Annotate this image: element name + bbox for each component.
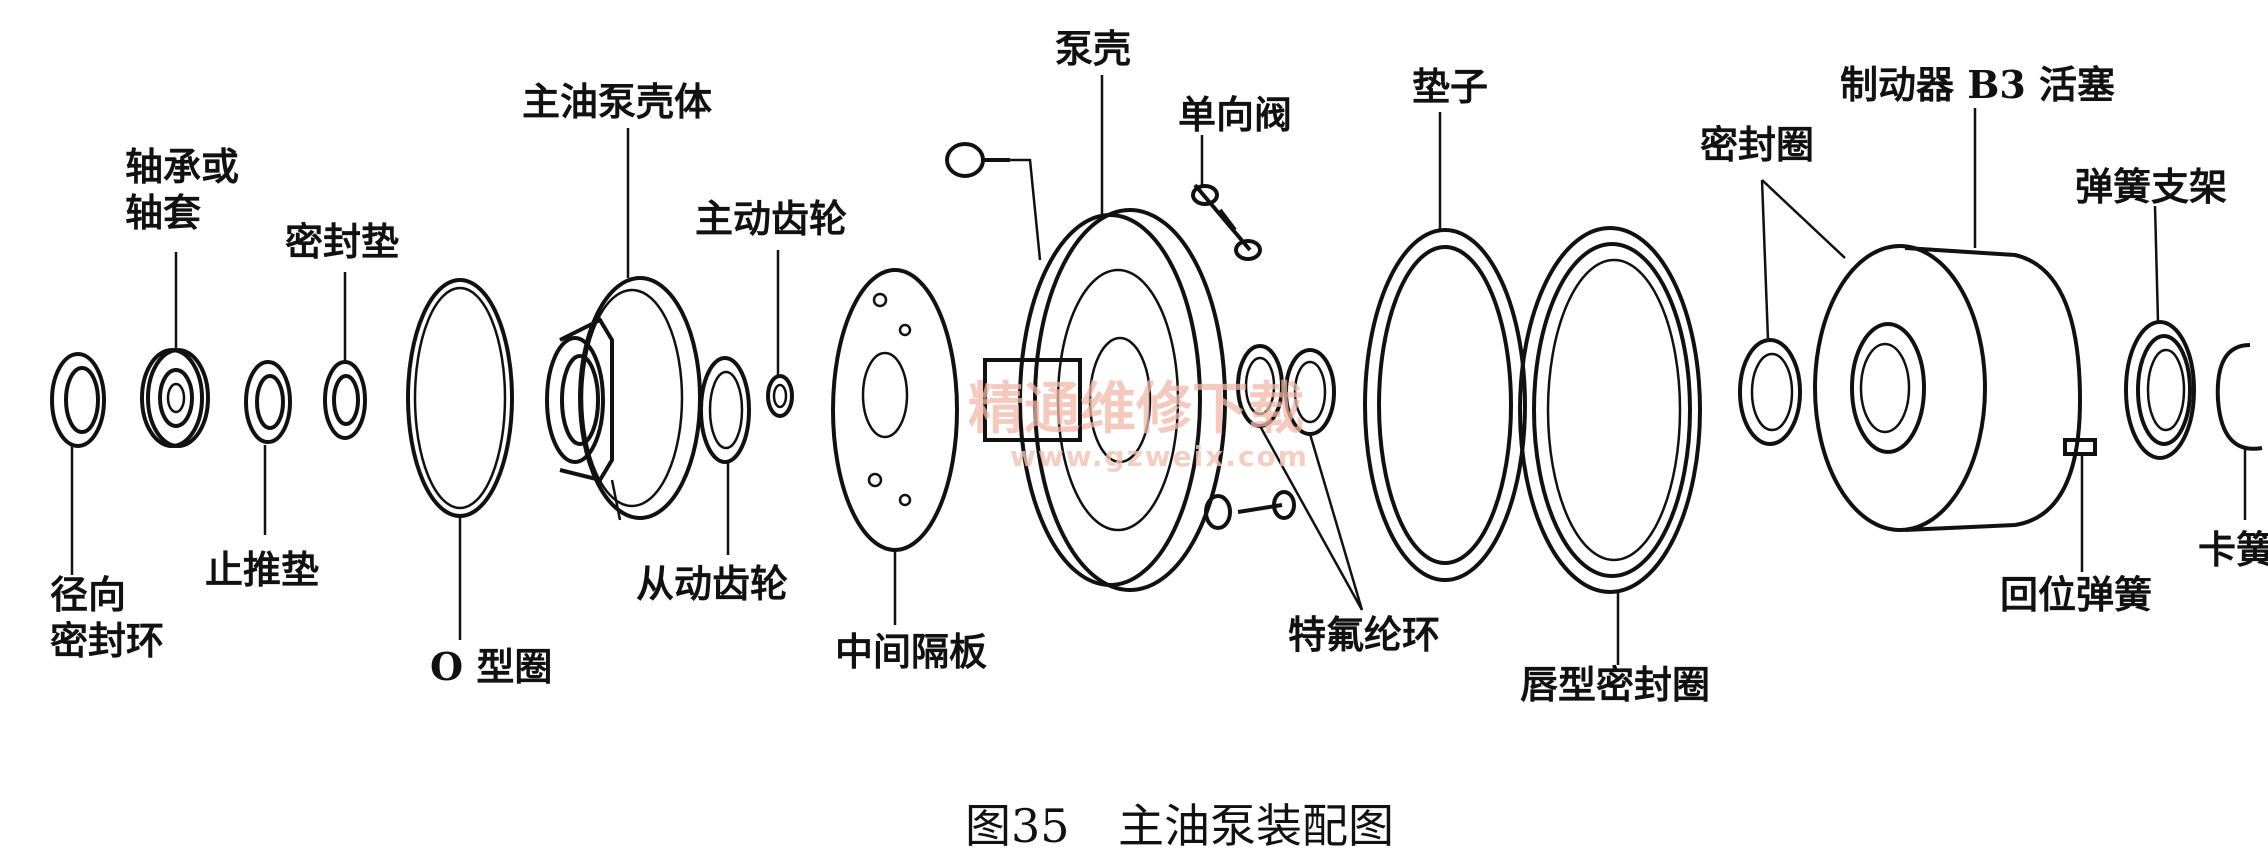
caption-figure-number: 图35 xyxy=(965,799,1070,853)
drive-gear-part xyxy=(766,374,794,418)
check-valve-part xyxy=(1191,183,1262,261)
label-driven-gear: 从动齿轮 xyxy=(636,561,788,606)
label-pump-shell: 泵壳 xyxy=(1055,26,1131,71)
label-spring-retainer: 弹簧支架 xyxy=(2075,164,2227,209)
o-ring-part xyxy=(406,278,514,518)
bearing-part xyxy=(140,348,210,448)
driven-gear-part xyxy=(699,356,751,464)
lip-seal-part xyxy=(1518,226,1702,594)
label-radial-seal-ring: 径向密封环 xyxy=(50,572,164,663)
label-snap-ring: 卡簧 xyxy=(2198,527,2268,572)
label-line: 轴套 xyxy=(125,190,201,235)
label-main-pump-housing: 主油泵壳体 xyxy=(522,79,712,124)
label-line: 密封环 xyxy=(50,618,164,663)
label-line: 径向 xyxy=(50,572,126,617)
return-spring-part xyxy=(2063,438,2097,456)
label-brake-b3-piston: 制动器 B3 活塞 xyxy=(1840,62,2115,107)
label-bearing-or-bushing: 轴承或轴套 xyxy=(125,144,239,235)
label-check-valve: 单向阀 xyxy=(1178,92,1292,137)
watermark-name: 精通维修下载 xyxy=(968,377,1304,442)
label-thrust-washer: 止推垫 xyxy=(205,547,319,592)
thrust-washer-part xyxy=(244,360,292,444)
label-spacer: 垫子 xyxy=(1412,64,1488,109)
label-return-spring: 回位弹簧 xyxy=(2000,572,2152,617)
label-middle-plate: 中间隔板 xyxy=(835,629,987,674)
label-lip-seal: 唇型密封圈 xyxy=(1520,662,1710,707)
leader-lines xyxy=(70,75,2247,665)
spacer-part xyxy=(1363,228,1527,582)
spring-retainer-part xyxy=(2124,320,2196,460)
label-seal-ring: 密封圈 xyxy=(1700,122,1814,167)
caption-title: 主油泵装配图 xyxy=(1118,799,1394,853)
label-teflon-rings: 特氟纶环 xyxy=(1288,612,1440,657)
radial-seal-ring-part xyxy=(50,352,106,448)
brake-b3-piston-part xyxy=(1813,244,2083,532)
label-o-ring: O 型圈 xyxy=(430,644,552,689)
label-drive-gear: 主动齿轮 xyxy=(695,196,847,241)
label-seal-gasket: 密封垫 xyxy=(285,219,399,264)
pump-shell-part xyxy=(945,142,1227,592)
main-pump-housing-part xyxy=(545,276,702,521)
snap-ring-part xyxy=(2215,343,2263,451)
middle-plate-part xyxy=(831,268,959,552)
seal-gasket-part xyxy=(323,360,367,440)
label-line: 轴承或 xyxy=(125,144,239,189)
watermark-url: www.gzweix.com xyxy=(1010,440,1309,473)
seal-ring-part xyxy=(1738,338,1802,446)
